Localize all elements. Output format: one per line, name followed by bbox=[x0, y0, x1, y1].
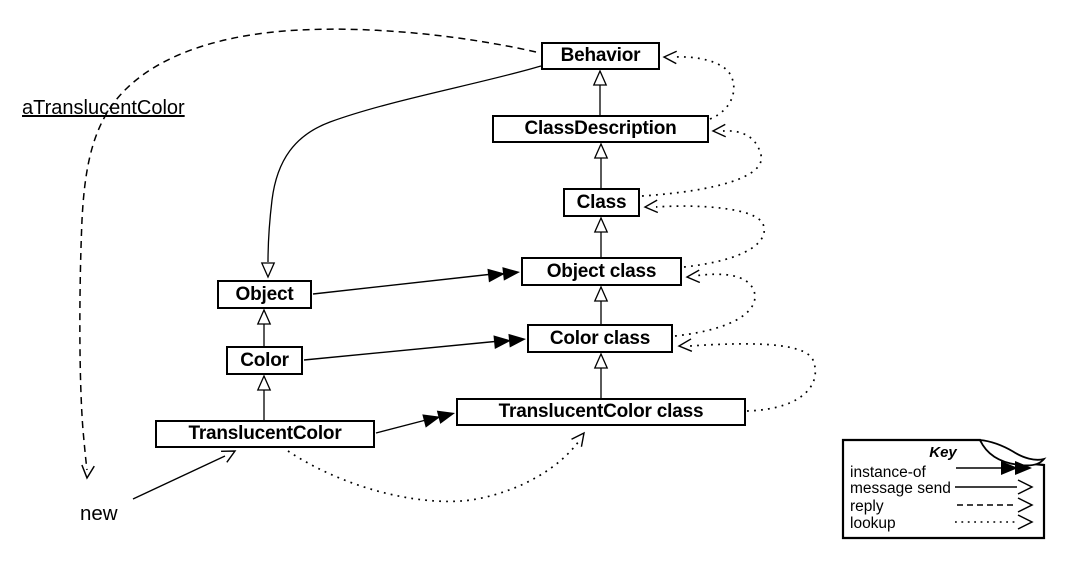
key-sample-reply bbox=[957, 497, 1034, 513]
key-row-message-send: message send bbox=[850, 480, 951, 497]
key-row-reply: reply bbox=[850, 498, 884, 515]
key-sample-lookup bbox=[955, 514, 1034, 530]
instance-of-arrows bbox=[303, 267, 526, 434]
node-translucent-color: TranslucentColor bbox=[155, 420, 375, 448]
node-object: Object bbox=[217, 280, 312, 309]
reply-arrow bbox=[79, 28, 537, 480]
node-translucent-color-class: TranslucentColor class bbox=[456, 398, 746, 426]
message-send-arrow bbox=[132, 450, 237, 500]
key-note bbox=[841, 438, 1047, 540]
node-class: Class bbox=[563, 188, 640, 217]
key-title: Key bbox=[929, 444, 957, 461]
key-sample-message-send bbox=[955, 479, 1034, 495]
node-behavior: Behavior bbox=[541, 42, 660, 70]
node-object-class: Object class bbox=[521, 257, 682, 286]
key-note-fold bbox=[978, 438, 1047, 467]
key-sample-instance-of bbox=[956, 461, 1032, 475]
node-class-description: ClassDescription bbox=[492, 115, 709, 143]
key-row-lookup: lookup bbox=[850, 515, 896, 532]
node-color: Color bbox=[226, 346, 303, 375]
key-row-instance-of: instance-of bbox=[850, 464, 926, 481]
node-color-class: Color class bbox=[527, 324, 673, 353]
message-new-label: new bbox=[80, 502, 118, 525]
inheritance-arrows bbox=[256, 65, 609, 420]
lookup-arrows bbox=[287, 50, 817, 503]
instance-label: aTranslucentColor bbox=[22, 97, 185, 119]
